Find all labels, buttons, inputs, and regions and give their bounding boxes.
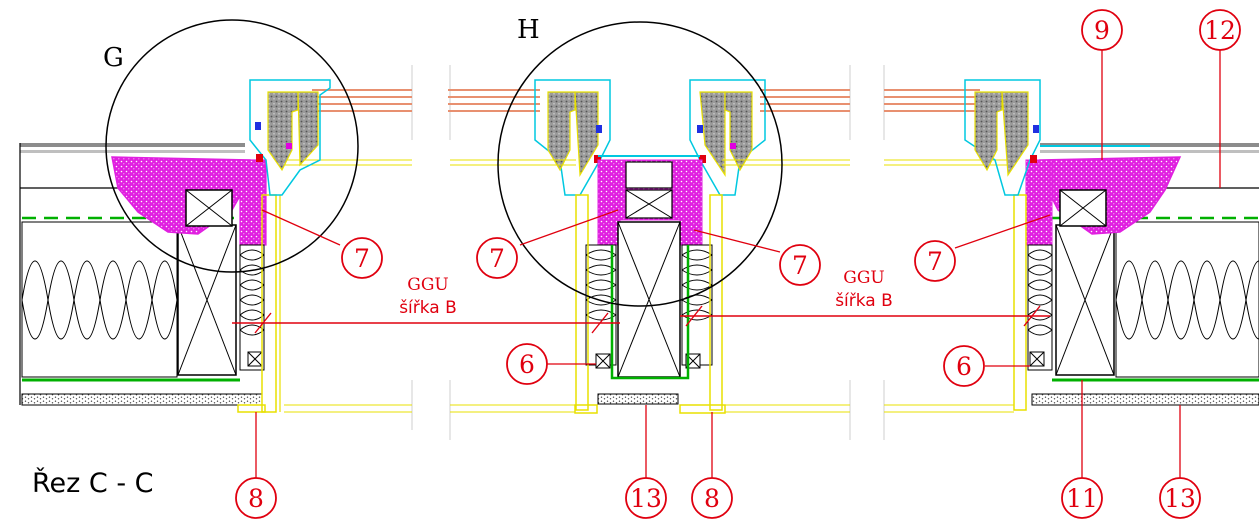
callout-7-middle-right: 7 [792, 251, 808, 280]
detail-left [19, 19, 413, 430]
detail-middle [448, 21, 851, 440]
callout-6-right: 6 [956, 352, 972, 381]
roof-sheet [20, 143, 245, 147]
callout-12: 12 [1204, 16, 1236, 45]
detail-label-g: G [103, 43, 124, 73]
callout-7-middle-left: 7 [489, 244, 505, 273]
callout-6-middle: 6 [519, 350, 535, 379]
callout-numbers: 7 7 7 7 6 6 8 8 9 12 11 13 13 [248, 16, 1236, 513]
ggu-label-right: GGU [843, 268, 885, 288]
callout-13-right: 13 [1164, 484, 1196, 513]
callout-8-middle: 8 [704, 484, 720, 513]
dimension-text: GGU šířka B GGU šířka B [399, 268, 893, 318]
detail-label-h: H [517, 15, 540, 45]
dimension-lines [232, 305, 1050, 334]
callout-7-left: 7 [354, 244, 370, 273]
glazing-panes [312, 89, 412, 112]
leader-lines [255, 38, 1221, 478]
callout-9: 9 [1094, 16, 1110, 45]
callout-circles [235, 9, 1241, 519]
detail-right [883, 65, 1259, 440]
callout-11: 11 [1066, 484, 1098, 513]
width-label-left: šířka B [399, 298, 457, 318]
width-label-right: šířka B [835, 291, 893, 311]
ceiling-board [21, 393, 263, 406]
ggu-label-left: GGU [407, 275, 449, 295]
section-title: Řez C - C [32, 467, 154, 499]
detail-circle-g [105, 19, 359, 273]
callout-8-left: 8 [248, 484, 264, 513]
window-profile [249, 79, 331, 196]
callout-7-right: 7 [927, 247, 943, 276]
detail-circle-h [497, 21, 783, 307]
callout-13-middle: 13 [630, 484, 662, 513]
